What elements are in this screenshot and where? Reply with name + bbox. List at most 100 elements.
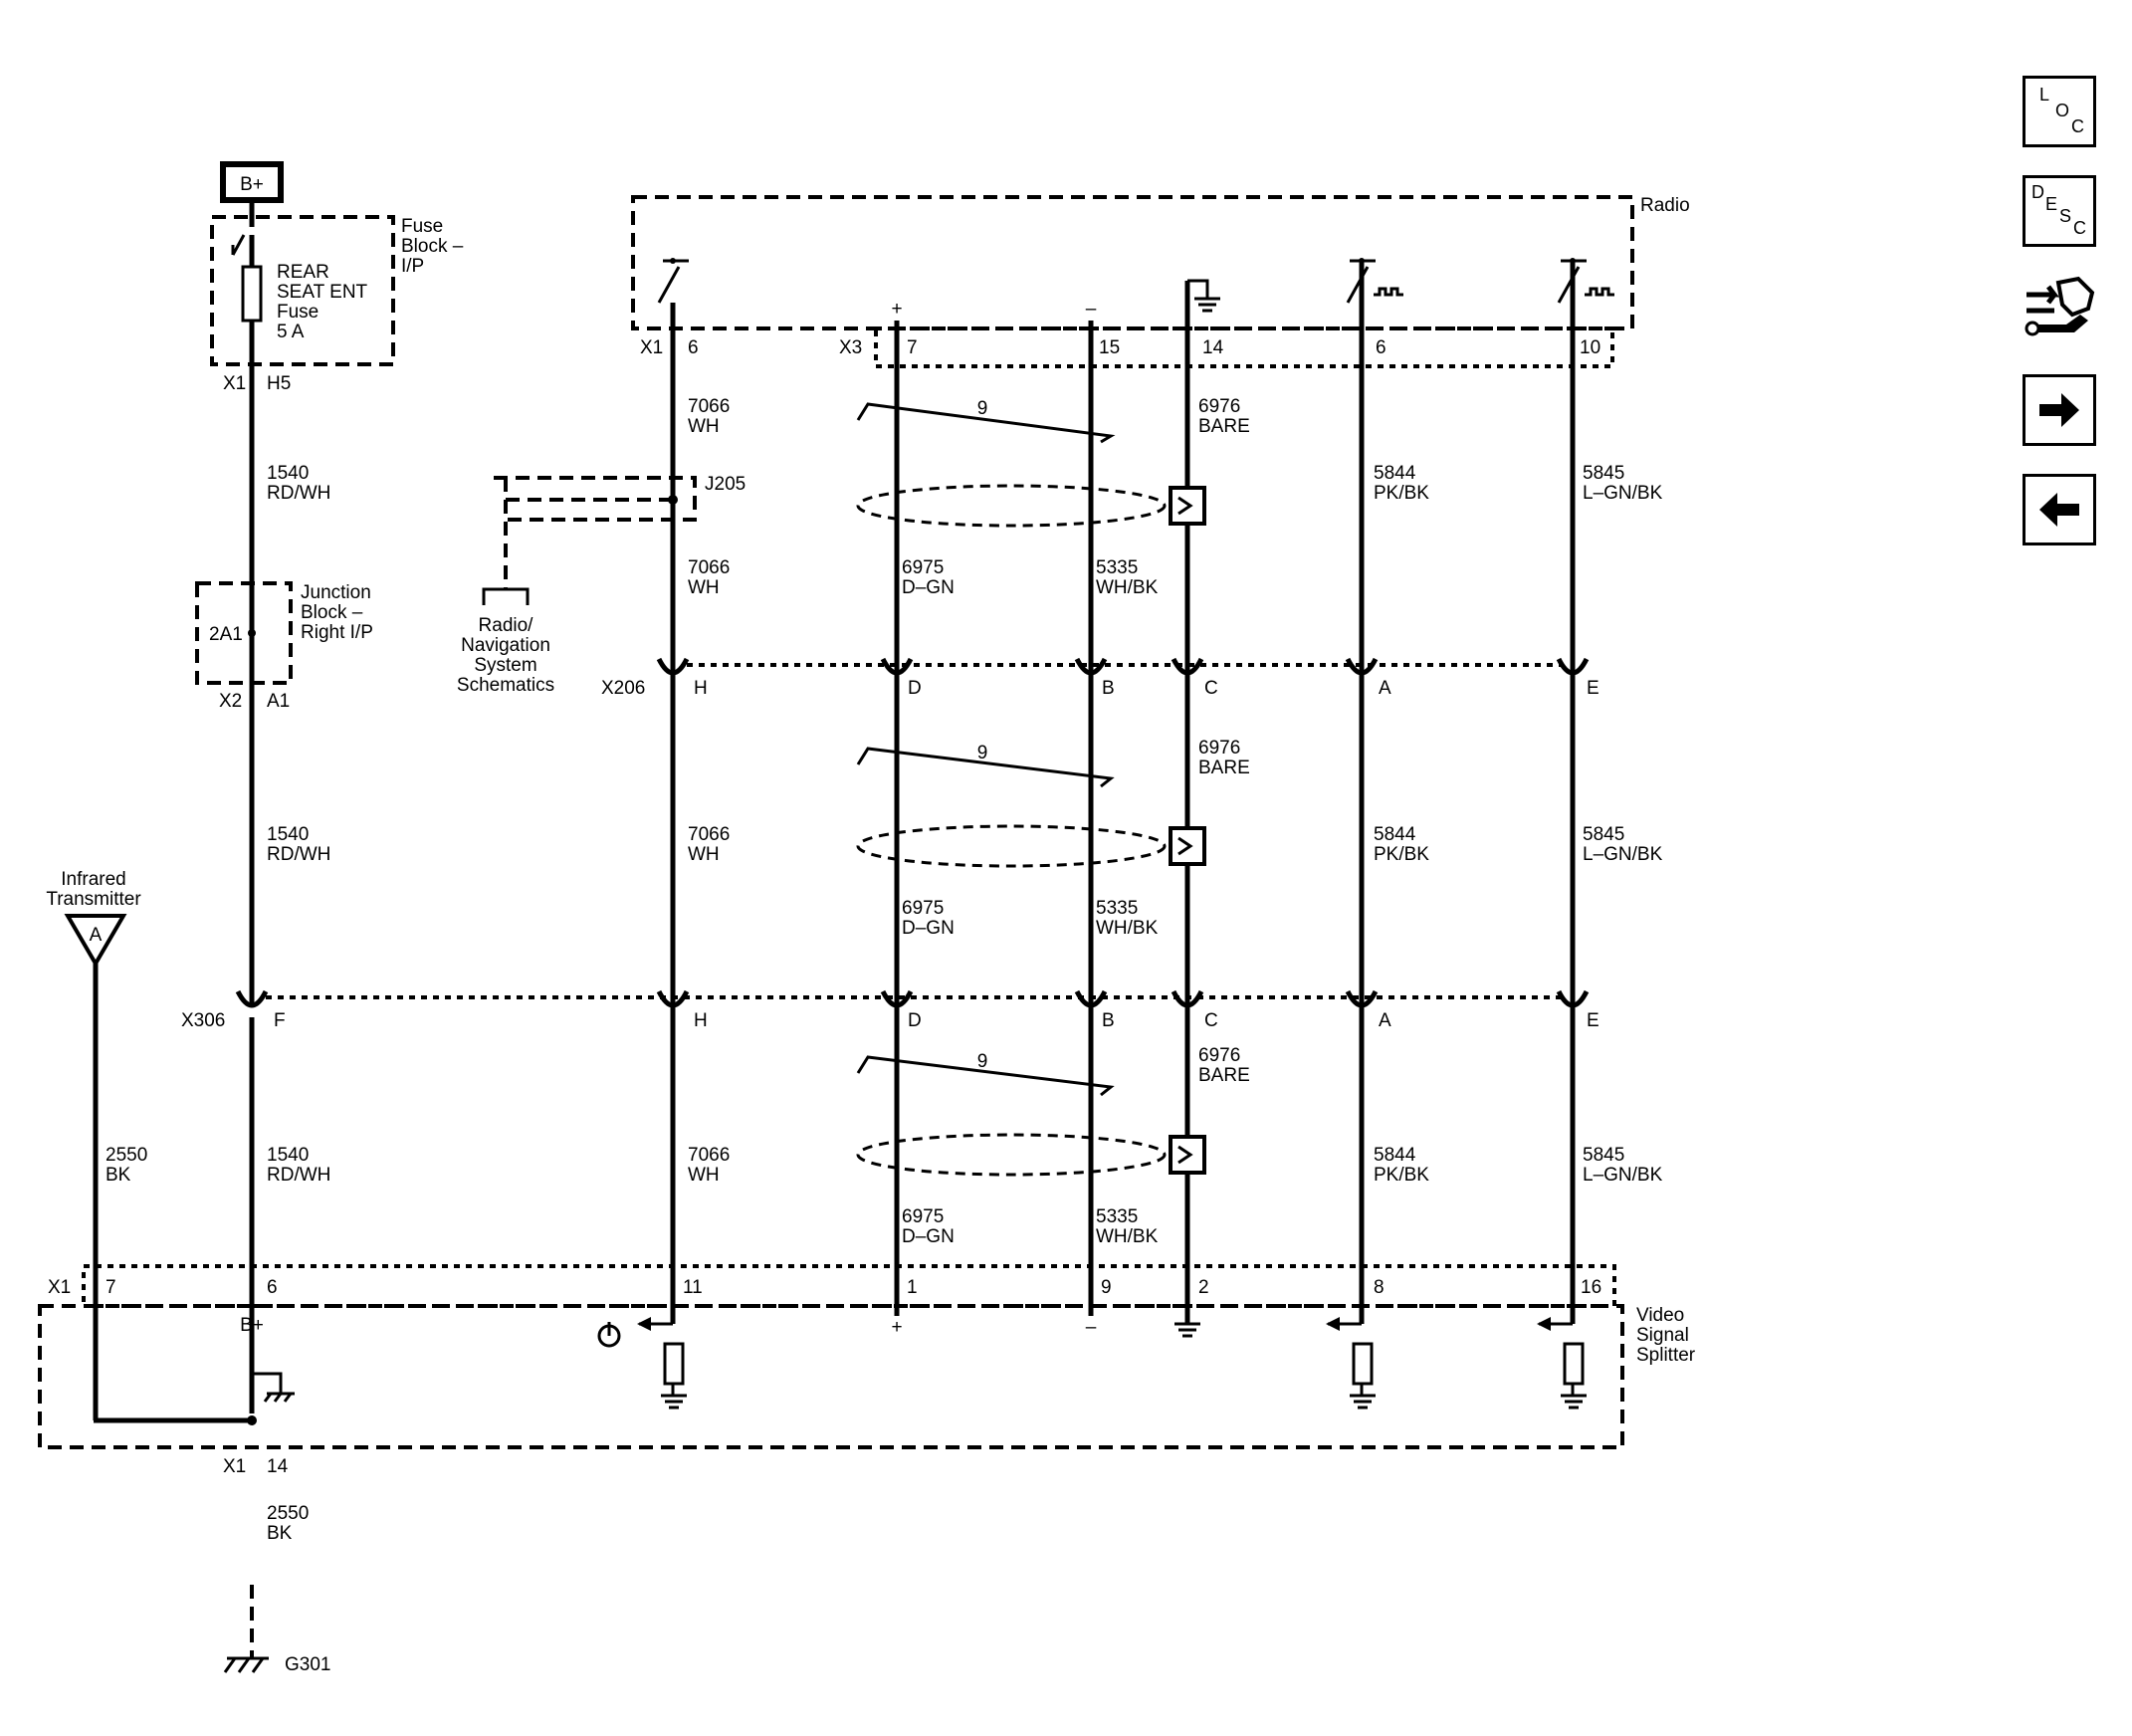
wire-number: 7066 [688,396,730,417]
twist-count: 9 [977,743,988,763]
wire-color: L–GN/BK [1583,844,1663,865]
pin-label: A [1379,1010,1391,1031]
wire-color: WH [688,1165,720,1186]
icon-glyph: O [2055,101,2070,120]
wire-color: BARE [1198,1065,1250,1086]
connector-label: X1 [223,1456,246,1477]
description-button[interactable]: D E S C [2023,175,2096,247]
icon-glyph: C [2073,218,2086,238]
battery-source: B+ [220,161,284,203]
pin-label: 6 [1376,337,1386,358]
pin-label: 8 [1374,1277,1385,1298]
previous-page-button[interactable] [2023,474,2096,545]
icon-glyph: C [2071,116,2084,136]
pin-label: 15 [1099,337,1120,358]
splitter-title: Signal [1636,1325,1689,1346]
wire-color: PK/BK [1374,844,1429,865]
wire-number: 1540 [267,824,309,845]
wire-color: WH [688,844,720,865]
icon-glyph: L [2039,85,2050,105]
inline-connector-x306 [235,989,1590,1008]
pin-label: 7 [907,337,918,358]
pin-label: 16 [1581,1277,1601,1298]
pin-label: F [274,1010,286,1031]
pin-label: 14 [1202,337,1224,358]
twist-count: 9 [977,398,988,419]
shield [856,484,1206,528]
twisted-pair [856,402,1116,444]
pin-label: H [694,678,708,699]
wire-number: 1540 [267,463,309,484]
connector-label: X1 [223,373,246,394]
infrared-transmitter: A [64,914,127,968]
fuse-label: REAR [277,262,329,283]
wire-number: 5844 [1374,1145,1416,1166]
splitter-bplus-label: B+ [240,1315,264,1336]
wire-number: 6976 [1198,738,1240,759]
polarity-plus: + [891,299,902,320]
fuse-label: SEAT ENT [277,282,368,303]
wire-color: WH/BK [1096,918,1159,939]
pin-label: D [908,678,922,699]
wire-color: D–GN [902,918,955,939]
fuse-block: REAR SEAT ENT Fuse 5 A [210,215,395,374]
pin-label: E [1587,678,1599,699]
connector-label: X3 [839,337,862,358]
inline-connector-x206 [656,657,1590,676]
radio-title: Radio [1640,195,1690,216]
shield [856,1133,1206,1177]
junction-block-title: Right I/P [301,622,373,643]
reference-label: System [474,655,536,676]
wire-number: 2550 [267,1503,309,1524]
wire-number: 6976 [1198,396,1240,417]
video-signal-splitter [38,1264,1624,1449]
pin-label: C [1204,678,1218,699]
wire-color: L–GN/BK [1583,483,1663,504]
wire-number: 6976 [1198,1045,1240,1066]
splice-j205 [482,476,697,605]
wire-color: RD/WH [267,483,330,504]
pin-label: C [1204,1010,1218,1031]
wire-color: BK [106,1165,131,1186]
pin-label: 2 [1198,1277,1209,1298]
junction-block: 2A1 [195,581,293,685]
wire-number: 6975 [902,1206,944,1227]
wire-color: D–GN [902,577,955,598]
connector-label: X1 [48,1277,71,1298]
junction-block-title: Block – [301,602,363,623]
connector-repair-button[interactable] [2023,275,2096,346]
pin-label: H5 [267,373,291,394]
connector-wrench-icon [2025,276,2095,336]
wire-color: WH/BK [1096,577,1159,598]
fuse-rating: 5 A [277,322,305,342]
splice-label: J205 [705,474,746,495]
wire-color: RD/WH [267,844,330,865]
next-page-button[interactable] [2023,374,2096,446]
connector-label: X306 [181,1010,225,1031]
wire-number: 6975 [902,898,944,919]
pin-label: 10 [1580,337,1600,358]
wire-number: 5845 [1583,463,1624,484]
ground-label: G301 [285,1654,330,1675]
terminal-label: 2A1 [209,624,243,645]
fuse-block-title: Block – [401,236,464,257]
location-button[interactable]: L O C [2023,76,2096,147]
fuse-block-title: I/P [401,256,424,277]
wire-number: 5335 [1096,1206,1138,1227]
wire-number: 7066 [688,557,730,578]
pin-label: 6 [267,1277,278,1298]
pin-label: 9 [1101,1277,1112,1298]
pin-label: 1 [907,1277,918,1298]
fuse-block-title: Fuse [401,216,443,237]
pin-label: B [1102,1010,1115,1031]
wire-number: 7066 [688,1145,730,1166]
wire-color: L–GN/BK [1583,1165,1663,1186]
wire-number: 7066 [688,824,730,845]
pin-label: 6 [688,337,699,358]
wire-number: 2550 [106,1145,147,1166]
wire-number: 5844 [1374,463,1416,484]
junction-block-title: Junction [301,582,371,603]
pin-label: 14 [267,1456,289,1477]
arrow-right-icon [2039,393,2079,427]
